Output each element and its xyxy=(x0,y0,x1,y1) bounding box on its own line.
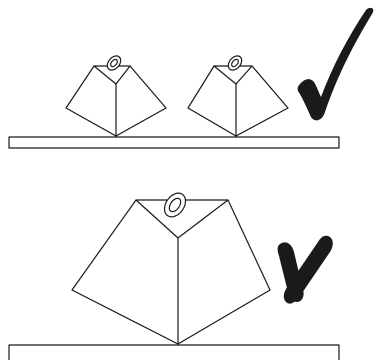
shelf-bottom xyxy=(8,344,340,360)
shelf-top xyxy=(8,136,340,149)
incorrect-placement-panel xyxy=(8,192,340,360)
cross-mark-icon xyxy=(277,235,333,304)
correct-placement-panel xyxy=(8,7,374,149)
small-weight-right xyxy=(187,55,289,137)
lifting-ring-icon xyxy=(106,55,122,71)
small-weight-left xyxy=(65,55,167,137)
lifting-ring-icon xyxy=(227,55,243,71)
large-weight xyxy=(71,192,271,345)
check-mark-icon xyxy=(297,7,374,121)
lifting-ring-icon xyxy=(163,192,187,218)
